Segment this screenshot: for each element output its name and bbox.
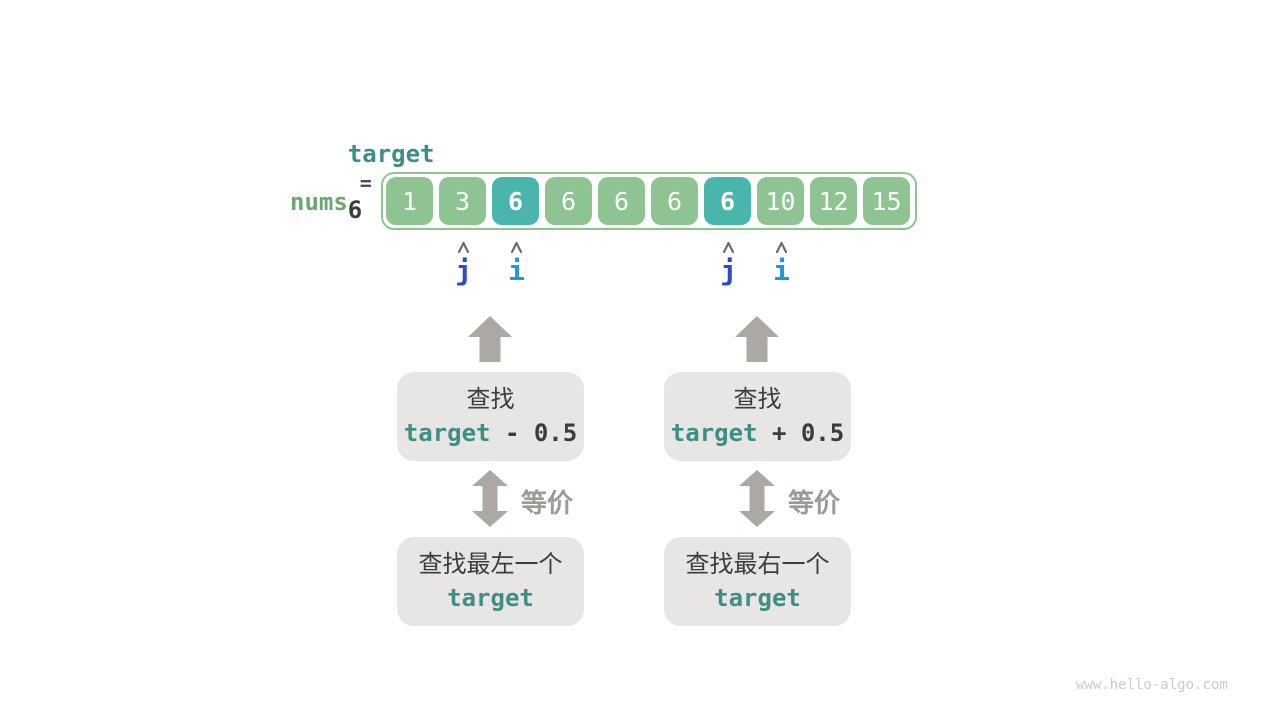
site-watermark: www.hello-algo.com <box>1076 677 1228 693</box>
array-cell: 6 <box>598 177 645 225</box>
target-keyword: target <box>347 140 435 168</box>
target-value: 6 <box>347 196 363 224</box>
array-cell: 1 <box>386 177 433 225</box>
pointer-label: j <box>720 254 737 287</box>
array-cell: 10 <box>757 177 804 225</box>
array-cell: 3 <box>439 177 486 225</box>
pointer-j-right: j <box>709 241 749 288</box>
double-arrow-icon <box>472 470 508 527</box>
target-keyword: target <box>714 584 801 612</box>
array-cell: 6 <box>651 177 698 225</box>
caret-up-icon <box>722 241 735 254</box>
equals-sign: = <box>359 171 372 195</box>
search-box-left: 查找 target - 0.5 <box>397 372 584 461</box>
array-cell: 6 <box>545 177 592 225</box>
result-box-left: 查找最左一个 target <box>397 537 584 626</box>
target-assignment: target = 6 <box>290 112 435 252</box>
search-expression: target - 0.5 <box>404 419 577 447</box>
equivalence-label: 等价 <box>521 488 574 518</box>
pointer-j-left: j <box>444 241 484 288</box>
result-text: 查找最右一个 <box>685 551 830 578</box>
target-keyword: target <box>670 419 758 447</box>
target-keyword: target <box>447 584 534 612</box>
array-cell: 6 <box>704 177 751 225</box>
array-cell: 15 <box>863 177 910 225</box>
up-arrow-icon <box>468 316 512 362</box>
array-cell: 6 <box>492 177 539 225</box>
expression-rest: - 0.5 <box>490 419 578 447</box>
search-box-right: 查找 target + 0.5 <box>664 372 851 461</box>
result-code: target <box>447 584 534 612</box>
up-arrow-icon <box>735 316 779 362</box>
nums-label: nums <box>290 188 348 216</box>
result-box-right: 查找最右一个 target <box>664 537 851 626</box>
caret-up-icon <box>775 241 788 254</box>
pointer-label: j <box>455 254 472 287</box>
pointer-label: i <box>773 254 790 287</box>
nums-array: 1 3 6 6 6 6 6 10 12 15 <box>381 172 917 230</box>
search-text: 查找 <box>466 386 515 413</box>
caret-up-icon <box>457 241 470 254</box>
pointer-label: i <box>508 254 525 287</box>
double-arrow-icon <box>739 470 775 527</box>
array-cell: 12 <box>810 177 857 225</box>
result-code: target <box>714 584 801 612</box>
result-text: 查找最左一个 <box>418 551 563 578</box>
pointer-i-left: i <box>497 241 537 288</box>
pointer-i-right: i <box>762 241 802 288</box>
search-text: 查找 <box>733 386 782 413</box>
equivalence-label: 等价 <box>788 488 841 518</box>
search-expression: target + 0.5 <box>671 419 844 447</box>
target-keyword: target <box>403 419 491 447</box>
expression-rest: + 0.5 <box>757 419 845 447</box>
caret-up-icon <box>510 241 523 254</box>
